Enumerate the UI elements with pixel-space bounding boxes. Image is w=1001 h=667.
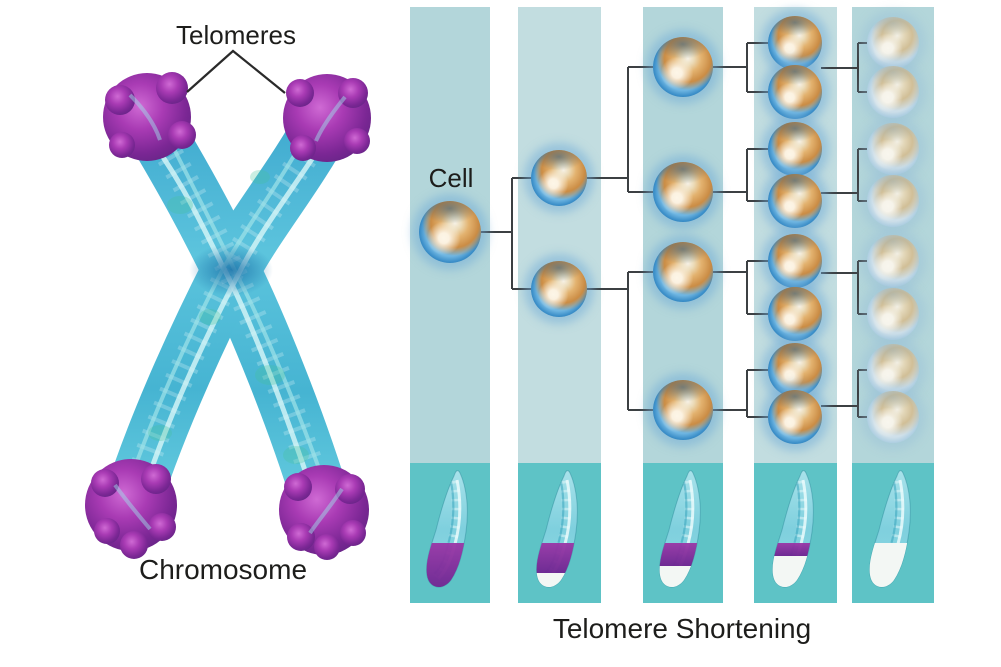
cell-generation-3 bbox=[653, 37, 713, 97]
cell-generation-2 bbox=[531, 261, 587, 317]
cell-generation-4 bbox=[768, 16, 822, 70]
cell-generation-5 bbox=[867, 123, 919, 175]
cell-generation-4 bbox=[768, 174, 822, 228]
chromatin-mottling bbox=[148, 170, 309, 464]
chromosome-illustration bbox=[85, 72, 371, 560]
chromosome-stage-4 bbox=[767, 468, 825, 596]
centromere bbox=[189, 244, 273, 296]
cell-generation-4 bbox=[768, 65, 822, 119]
cell-generation-3 bbox=[653, 380, 713, 440]
cell-generation-4 bbox=[768, 122, 822, 176]
cell-generation-5 bbox=[867, 66, 919, 118]
cell-generation-4 bbox=[768, 343, 822, 397]
cell-generation-5 bbox=[867, 235, 919, 287]
cell-generation-3 bbox=[653, 242, 713, 302]
cell-label: Cell bbox=[428, 163, 474, 193]
cell-generation-5 bbox=[867, 288, 919, 340]
cell-generation-4 bbox=[768, 390, 822, 444]
cell-generation-4 bbox=[768, 287, 822, 341]
chromosome-stage-5 bbox=[864, 468, 922, 596]
chromosome-stage-2 bbox=[531, 468, 589, 596]
cell-generation-4 bbox=[768, 234, 822, 288]
cell-generation-1 bbox=[419, 201, 481, 263]
cell-generation-5 bbox=[867, 175, 919, 227]
cell-generation-2 bbox=[531, 150, 587, 206]
dna-strand-hint bbox=[113, 93, 347, 535]
chromosome-label: Chromosome bbox=[138, 554, 308, 585]
generation-column-2 bbox=[518, 7, 601, 463]
telomere-pointer-lines bbox=[186, 49, 286, 94]
telomeres-label: Telomeres bbox=[176, 20, 296, 50]
chromosome-stage-1 bbox=[421, 468, 479, 596]
telomere-cap bbox=[279, 465, 369, 560]
chromosome-stage-3 bbox=[654, 468, 712, 596]
telomere-shortening-caption: Telomere Shortening bbox=[552, 613, 812, 644]
cell-generation-5 bbox=[867, 17, 919, 69]
cell-generation-3 bbox=[653, 162, 713, 222]
cell-generation-5 bbox=[867, 344, 919, 396]
cell-generation-5 bbox=[867, 391, 919, 443]
